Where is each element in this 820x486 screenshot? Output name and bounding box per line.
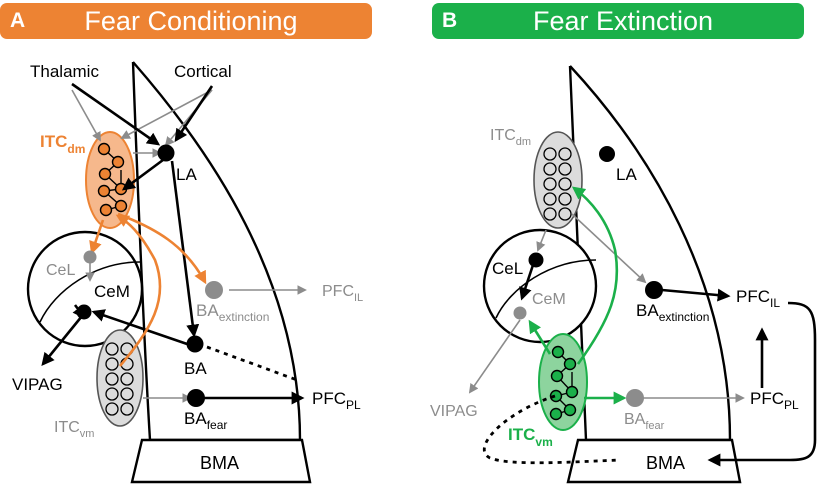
cem-node [513,306,527,320]
dashed-pfcpl-ba [206,345,298,382]
pfc-pl-label: PFCPL [750,389,799,412]
panel-b-letter: B [442,9,458,32]
ba-extinction-node [205,281,223,299]
grey-arrows [468,213,745,403]
thalamic-label: Thalamic [30,62,99,81]
central-amygdala [482,228,598,344]
orange-arrows [89,212,207,367]
bma-region [566,438,742,484]
cel-node [528,252,544,268]
itc-vm-cluster [96,329,144,427]
pfc-pl-label: PFCPL [312,389,361,412]
black-arrows [41,82,305,405]
bma-region [130,438,312,484]
cel-label: CeL [492,259,523,278]
itc-dm-label: ITCdm [40,132,85,156]
panel-b-header: B Fear Extinction [432,3,804,39]
diagram-b: ITCdm LA CeL CeM BAextinction PFCIL VIPA… [430,65,817,484]
panel-fear-extinction: ITCdm LA CeL CeM BAextinction PFCIL VIPA… [410,0,820,486]
cortical-label: Cortical [174,62,232,81]
panel-b-title: Fear Extinction [532,5,714,36]
ba-node [186,335,204,353]
black-arrows [519,261,817,467]
ba-fear-label: BAfear [624,411,665,432]
la-node [157,144,175,162]
ba-fear-node [626,389,644,407]
la-label: LA [176,165,197,184]
bma-label: BMA [646,453,685,473]
panel-a-letter: A [10,9,26,32]
panel-a-title: Fear Conditioning [84,5,298,36]
itc-vm-cluster [538,333,588,431]
cem-label: CeM [94,282,130,301]
itc-vm-label: ITCvm [508,425,553,449]
ba-fear-label: BAfear [184,409,227,432]
vipag-label: VIPAG [430,403,478,420]
ba-extinction-label: BAextinction [636,301,709,324]
cem-node [76,304,92,320]
vipag-label: VIPAG [12,375,63,394]
ba-extinction-node [645,281,663,299]
bma-label: BMA [200,453,239,473]
panel-fear-conditioning: Thalamic Cortical ITCdm LA CeL CeM BAext… [0,3,372,484]
cel-node [83,250,97,264]
panel-a-header: A Fear Conditioning [0,3,372,39]
ba-extinction-label: BAextinction [196,301,269,324]
ba-label: BA [184,359,207,378]
diagram-a: Thalamic Cortical ITCdm LA CeL CeM BAext… [12,61,363,484]
pfc-il-label: PFCIL [736,287,780,310]
amygdala-outline [568,65,732,442]
itc-dm-cluster [533,131,583,229]
itc-dm-cluster [85,131,135,229]
pfc-il-label: PFCIL [322,283,363,304]
dashed-itcvm-bma [483,394,621,465]
ba-fear-node [187,389,205,407]
la-label: LA [616,165,637,184]
itc-vm-label: ITCvm [54,419,94,440]
itc-dm-label: ITCdm [490,127,531,148]
cem-label: CeM [532,291,566,308]
la-node [599,146,615,162]
cel-label: CeL [46,262,75,279]
green-arrows [528,186,627,405]
